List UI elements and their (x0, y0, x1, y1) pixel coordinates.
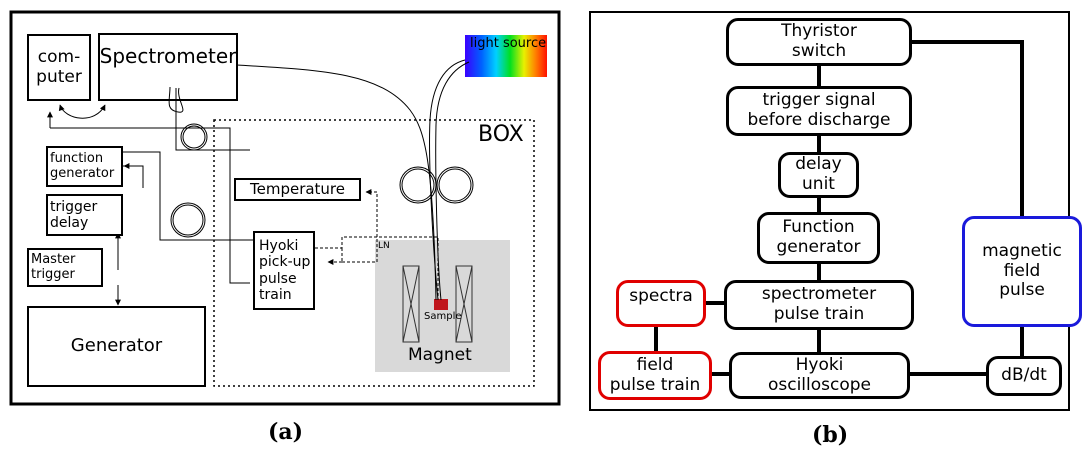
caption-a: (a) (268, 419, 304, 445)
magnetic-field-box: magnetic field pulse (962, 216, 1082, 327)
ln-label: LN (378, 241, 390, 251)
function-generator-b-box: Function generator (757, 212, 880, 264)
magnet-label: Magnet (408, 345, 472, 365)
temperature-box: Temperature (234, 178, 361, 201)
box-enclosure (213, 119, 535, 387)
function-generator-label: function generator (50, 150, 115, 181)
hyoki-label: Hyoki pick-up pulse train (259, 238, 311, 303)
delay-unit-label: delay unit (795, 154, 842, 194)
function-generator-box: function generator (46, 146, 123, 187)
trigger-signal-label: trigger signal before discharge (747, 90, 891, 130)
flow-lines (654, 40, 1024, 376)
spectra-box: spectra (616, 280, 706, 327)
temperature-label: Temperature (249, 179, 346, 198)
master-trigger-box: Master trigger (27, 248, 103, 287)
light-source-label: light source (470, 36, 547, 51)
dbdt-label: dB/dt (1001, 365, 1047, 386)
trigger-delay-box: trigger delay (46, 194, 123, 236)
master-trigger-label: Master trigger (31, 251, 76, 282)
magnetic-field-label: magnetic field pulse (982, 241, 1062, 301)
field-pulse-label: field pulse train (609, 354, 701, 395)
light-source (465, 35, 547, 77)
thyristor-label: Thyristor switch (781, 21, 857, 61)
computer-box: com- puter (27, 34, 91, 101)
connections (47, 104, 255, 306)
computer-label: com- puter (36, 46, 82, 87)
delay-unit-box: delay unit (778, 152, 859, 198)
trigger-signal-box: trigger signal before discharge (726, 86, 912, 136)
panel-b-frame (589, 11, 1070, 411)
generator-box: Generator (27, 306, 206, 387)
spectrometer-box: Spectrometer (98, 33, 238, 101)
spectrometer-pulse-box: spectrometer pulse train (724, 280, 914, 330)
hyoki-osc-label: Hyoki oscilloscope (767, 354, 872, 395)
box-label: BOX (478, 122, 524, 147)
optical-fibers (168, 59, 474, 301)
sample (434, 299, 448, 310)
signal-lines (315, 189, 439, 300)
function-generator-b-label: Function generator (776, 217, 861, 257)
dbdt-box: dB/dt (986, 356, 1062, 396)
generator-label: Generator (70, 335, 163, 357)
thyristor-box: Thyristor switch (726, 18, 912, 66)
field-pulse-box: field pulse train (598, 351, 712, 400)
hyoki-osc-box: Hyoki oscilloscope (729, 352, 910, 399)
spectra-label: spectra (629, 286, 693, 306)
spectrometer-pulse-label: spectrometer pulse train (761, 284, 877, 324)
sample-label: Sample (424, 311, 462, 322)
hyoki-box: Hyoki pick-up pulse train (253, 231, 315, 310)
panel-a-frame (9, 10, 561, 406)
magnet-coils (402, 265, 473, 343)
trigger-delay-label: trigger delay (50, 198, 98, 231)
caption-b: (b) (812, 422, 849, 448)
spectrometer-label: Spectrometer (99, 43, 237, 68)
